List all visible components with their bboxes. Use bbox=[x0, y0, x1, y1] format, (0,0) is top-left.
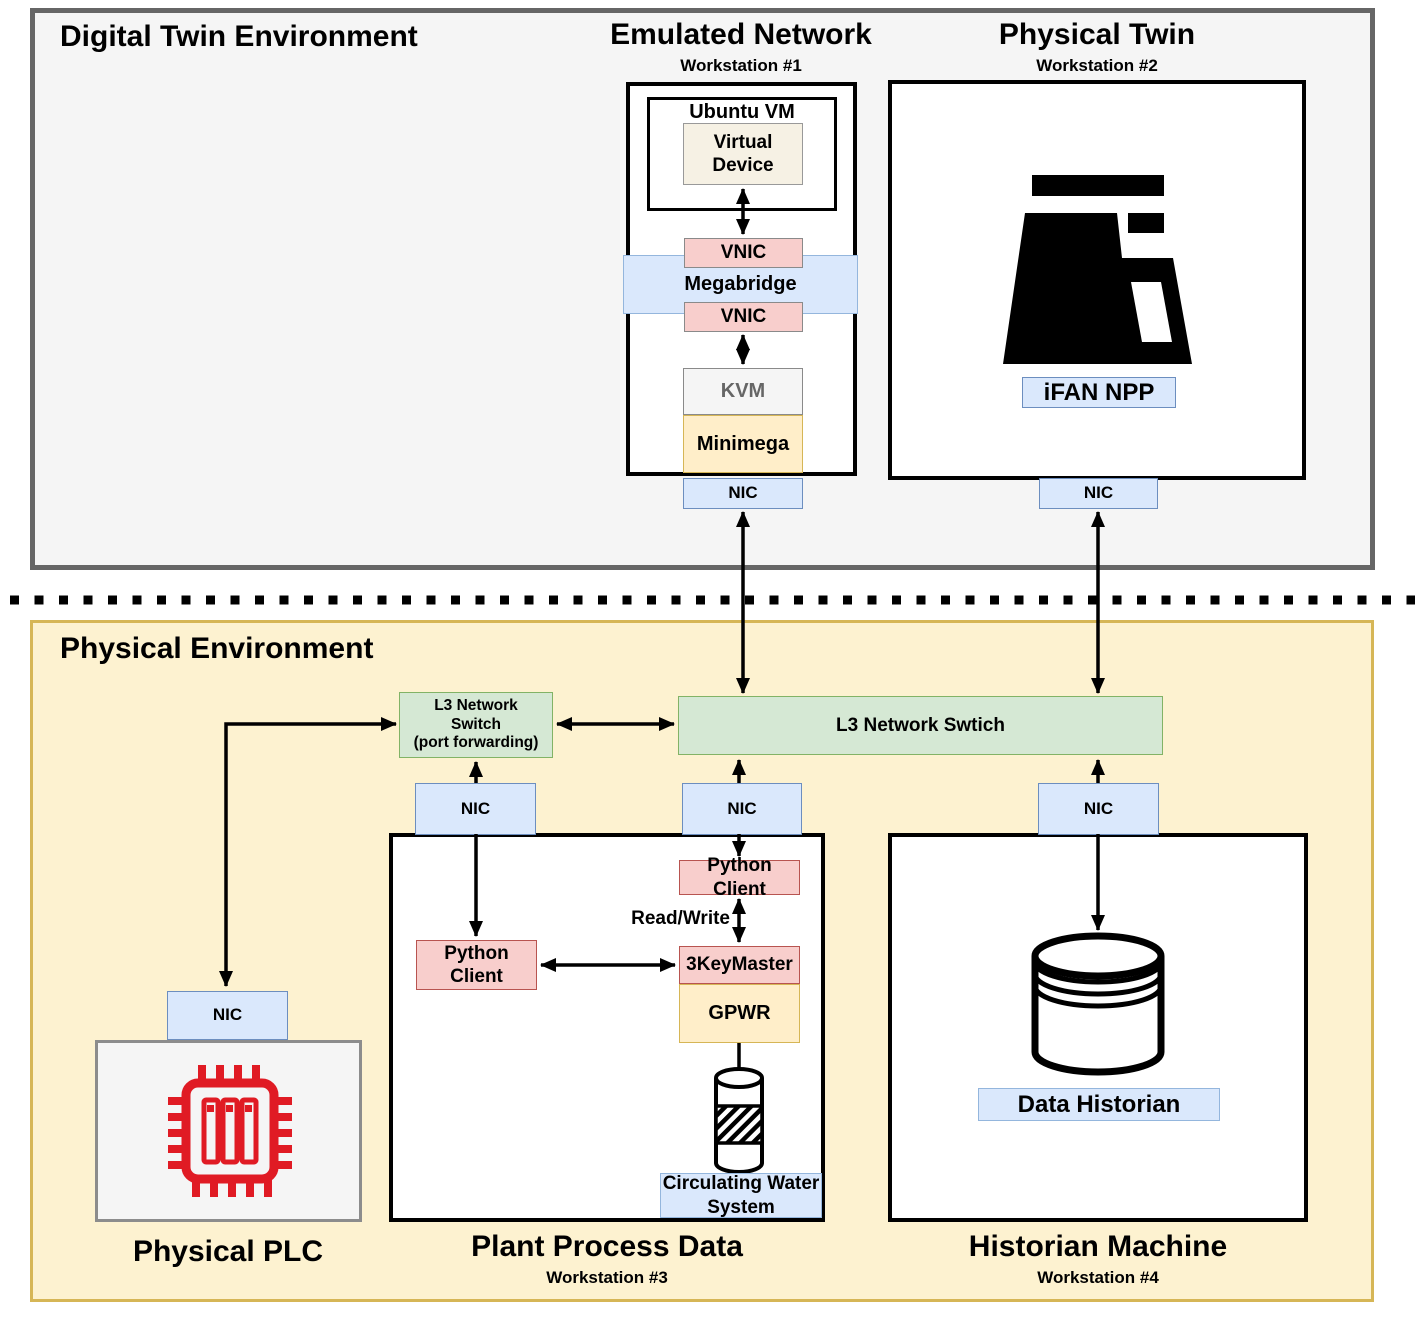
workstation3-nic-right: NIC bbox=[682, 783, 802, 835]
circulating-water-system-label: Circulating Water System bbox=[660, 1173, 822, 1218]
threekeymaster-box: 3KeyMaster bbox=[679, 946, 800, 984]
vnic-bottom-box: VNIC bbox=[684, 302, 803, 332]
python-client-top-box: Python Client bbox=[679, 855, 800, 900]
read-write-label: Read/Write bbox=[631, 908, 730, 929]
database-icon bbox=[1031, 932, 1165, 1076]
workstation2-nic: NIC bbox=[1039, 478, 1158, 509]
workstation1-subtitle: Workstation #1 bbox=[680, 56, 802, 75]
plant-process-data-label: Plant Process Data bbox=[471, 1230, 743, 1263]
virtual-device-box: Virtual Device bbox=[683, 123, 803, 185]
workstation2-subtitle: Workstation #2 bbox=[1036, 56, 1158, 75]
nuclear-power-plant-icon bbox=[1003, 175, 1192, 364]
vnic-top-box: VNIC bbox=[684, 238, 803, 268]
gpwr-box: GPWR bbox=[679, 984, 800, 1043]
plc-nic: NIC bbox=[167, 991, 288, 1040]
python-client-left-box: Python Client bbox=[416, 940, 537, 990]
workstation3-nic-left: NIC bbox=[415, 783, 536, 835]
data-historian-label: Data Historian bbox=[978, 1088, 1220, 1121]
physical-plc-label: Physical PLC bbox=[132, 1235, 324, 1268]
ubuntu-vm-label: Ubuntu VM bbox=[689, 101, 795, 123]
plc-chip-icon bbox=[168, 1065, 292, 1197]
ifan-npp-label: iFAN NPP bbox=[1022, 377, 1176, 408]
workstation4-nic: NIC bbox=[1038, 783, 1159, 835]
historian-machine-label: Historian Machine bbox=[968, 1230, 1228, 1263]
physical-twin-title: Physical Twin bbox=[998, 18, 1196, 51]
emulated-network-title: Emulated Network bbox=[610, 18, 872, 51]
digital-twin-environment-title: Digital Twin Environment bbox=[60, 20, 418, 53]
minimega-box: Minimega bbox=[683, 415, 803, 473]
water-tank-icon bbox=[714, 1067, 764, 1174]
physical-environment-title: Physical Environment bbox=[60, 632, 374, 665]
l3-switch-main-box: L3 Network Swtich bbox=[678, 696, 1163, 755]
workstation1-nic: NIC bbox=[683, 478, 803, 509]
workstation3-subtitle: Workstation #3 bbox=[546, 1268, 668, 1287]
l3-switch-port-forwarding-box: L3 Network Switch (port forwarding) bbox=[399, 692, 553, 758]
kvm-box: KVM bbox=[683, 368, 803, 415]
workstation4-subtitle: Workstation #4 bbox=[1037, 1268, 1159, 1287]
